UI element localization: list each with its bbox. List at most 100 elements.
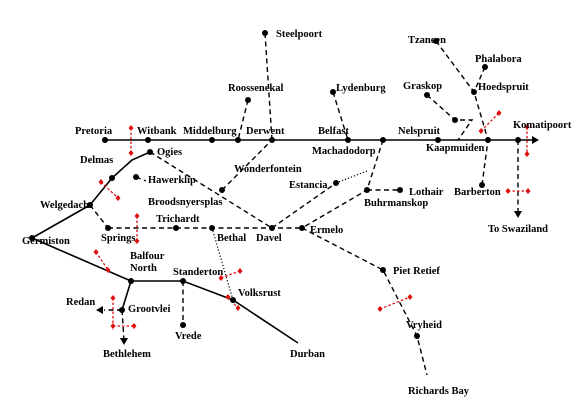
node-roossenekal-junction [235,137,241,143]
node-bethal [209,225,215,231]
line-welgedacht-germiston [31,204,91,239]
node-trichardt [173,225,179,231]
node-ogies [147,149,153,155]
node-derwent [269,137,275,143]
node-hoedspruit [471,89,477,95]
label-durban: Durban [290,349,325,360]
red-crossing-hoedspruit [478,110,502,134]
node-graskop-junction [452,117,458,123]
label-delmas: Delmas [80,155,113,166]
node-welgedacht [87,202,93,208]
station-labels: Steelpoort Tzaneen Phalabora Hoedspruit … [22,29,572,397]
line-grootvlei-bethlehem [121,309,125,341]
arrow-bethlehem [120,338,128,345]
label-wonderfontein: Wonderfontein [234,164,302,175]
label-machadodorp: Machadodorp [312,146,376,157]
node-barberton [479,182,485,188]
red-crossings [93,110,531,330]
node-germiston [29,235,35,241]
line-graskop-nelspruit [426,94,474,141]
label-estancia: Estancia [289,180,328,191]
node-nelspruit [435,137,441,143]
line-phalabora [473,66,486,93]
label-springs: Springs [101,233,135,244]
line-welgedacht-springs [89,204,109,229]
line-balfour-grootvlei [121,280,132,311]
node-grootvlei [119,307,125,313]
label-lothair: Lothair [409,187,444,198]
label-belfast: Belfast [318,126,349,137]
red-crossing-standerton [218,268,243,281]
label-volksrust: Volksrust [238,288,281,299]
label-broodsnyersplas: Broodsnyersplas [148,197,223,208]
node-estancia [333,180,339,186]
node-tzaneen [433,38,439,44]
label-ermelo: Ermelo [310,225,343,236]
node-kaapmuiden [485,137,491,143]
red-crossing-delmas [98,179,121,201]
node-springs [105,225,111,231]
node-standerton [180,278,186,284]
label-buhrmanskop: Buhrmanskop [364,198,428,209]
dotted-lines [211,170,368,301]
node-komatipoort [515,137,521,143]
node-steelpoort [262,30,268,36]
node-davel [269,225,275,231]
label-graskop: Graskop [403,81,442,92]
node-lydenburg [330,89,336,95]
red-crossing-komatipoort [524,124,530,157]
label-lydenburg: Lydenburg [336,83,386,94]
node-balfour-north [128,278,134,284]
label-balfour-north: North [130,263,157,274]
red-crossing-germiston [93,249,111,273]
label-balfour: Balfour [130,251,165,262]
line-barberton [481,139,489,186]
arrow-komatipoort-east [532,136,539,144]
label-middelburg: Middelburg [183,126,237,137]
label-hawerklip: Hawerklip [148,175,196,186]
line-welgedacht-ogies [89,151,151,206]
node-delmas [109,175,115,181]
label-bethal: Bethal [217,233,246,244]
label-germiston: Germiston [22,236,70,247]
label-derwent: Derwent [246,126,285,137]
arrow-to-swaziland [514,211,522,218]
label-trichardt: Trichardt [156,214,200,225]
node-piet-retief [380,267,386,273]
label-tzaneen: Tzaneen [408,35,446,46]
red-crossing-piet-retief [377,294,413,312]
node-lothair [397,187,403,193]
node-roossenekal [245,97,251,103]
label-bethlehem: Bethlehem [103,349,151,360]
line-roossenekal [237,99,249,141]
label-kaapmuiden: Kaapmuiden [426,143,485,154]
label-komatipoort: Komatipoort [513,120,572,131]
dotted-estancia-link [335,170,368,184]
label-ogies: Ogies [157,147,182,158]
node-vrede [180,322,186,328]
line-wonderfontein [221,139,273,191]
label-welgedacht: Welgedacht [40,200,93,211]
label-roossenekal: Roossenekal [228,83,284,94]
node-ermelo [299,225,305,231]
arrowheads [96,136,539,345]
label-witbank: Witbank [137,126,177,137]
label-standerton: Standerton [173,267,223,278]
red-crossing-grootvlei [110,295,137,330]
node-graskop [424,92,430,98]
line-davel-estancia [271,182,337,229]
red-crossing-swaziland [505,188,531,194]
node-buhrmanskop [364,187,370,193]
line-ogies-davel [149,151,273,229]
arrow-redan [96,306,103,314]
label-hoedspruit: Hoedspruit [478,82,529,93]
label-piet-retief: Piet Retief [393,266,440,277]
label-vrede: Vrede [175,331,202,342]
label-grootvlei: Grootvlei [128,304,170,315]
node-witbank [145,137,151,143]
label-barberton: Barberton [454,187,501,198]
node-broodsnyersplas [219,187,225,193]
red-crossing-volksrust [225,294,241,311]
label-phalabora: Phalabora [475,54,522,65]
